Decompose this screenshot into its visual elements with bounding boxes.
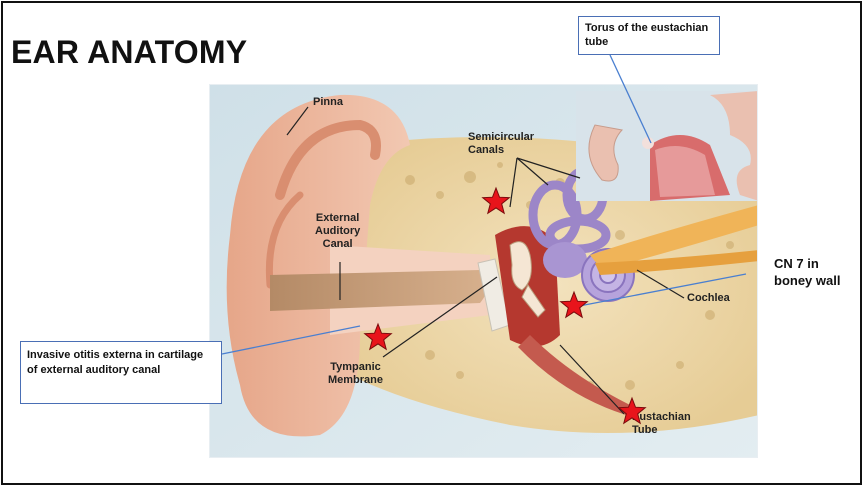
label-external-auditory-canal: External Auditory Canal: [315, 212, 360, 251]
ear-anatomy-illustration: Pinna Semicircular Canals External Audit…: [209, 84, 758, 458]
label-cochlea: Cochlea: [687, 292, 730, 305]
label-pinna: Pinna: [313, 96, 343, 109]
callout-torus-eustachian-tube: Torus of the eustachian tube: [578, 16, 720, 55]
callout-invasive-otitis-externa: Invasive otitis externa in cartilage of …: [20, 341, 222, 404]
slide-title: EAR ANATOMY: [11, 34, 247, 71]
label-semicircular-canals: Semicircular Canals: [468, 131, 534, 157]
callout-cn7-boney-wall: CN 7 in boney wall: [774, 255, 840, 289]
label-tympanic-membrane: Tympanic Membrane: [328, 361, 383, 387]
label-eustachian-tube: Eustachian Tube: [632, 411, 691, 437]
